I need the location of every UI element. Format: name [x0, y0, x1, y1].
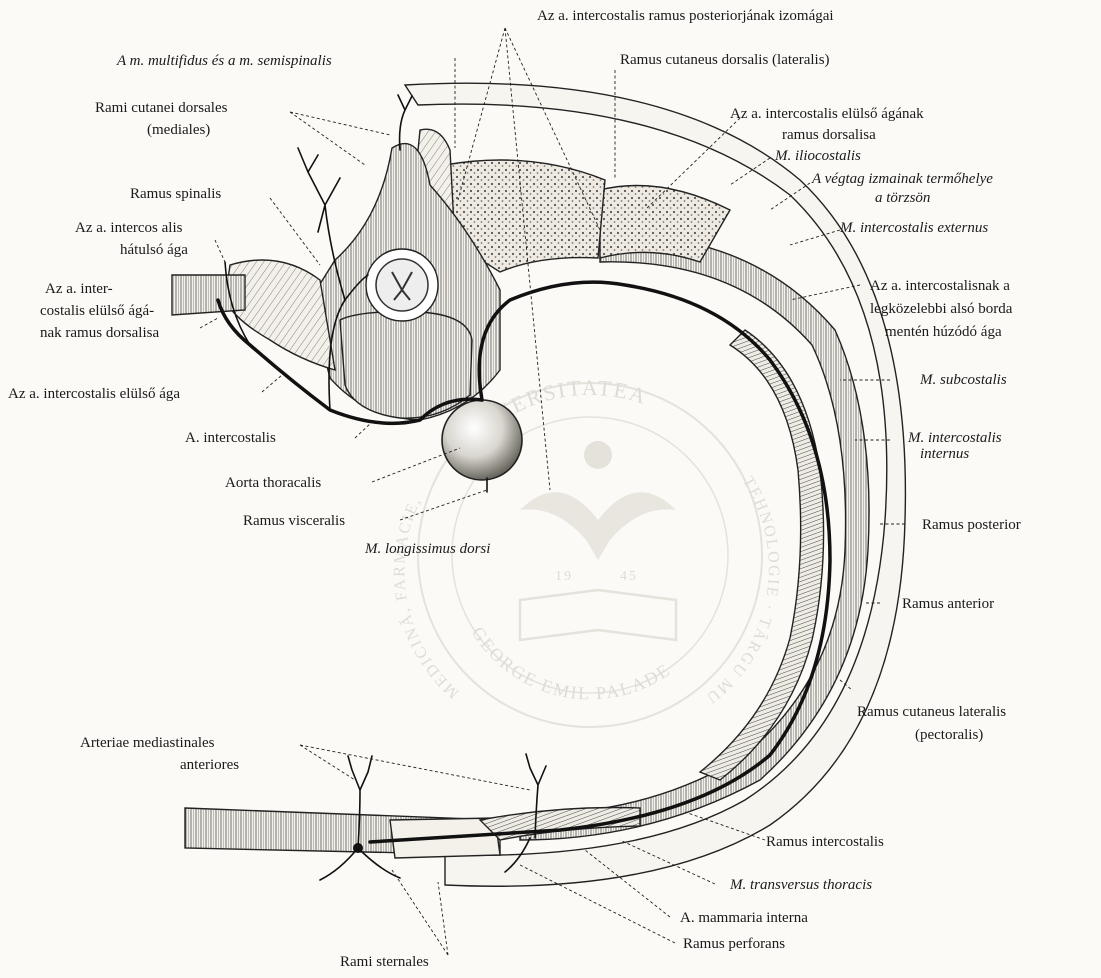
bird-emblem-icon — [520, 492, 676, 560]
label-a-intercostalis: A. intercostalis — [185, 430, 276, 446]
label-ramus-spinalis: Ramus spinalis — [130, 186, 221, 202]
label-arteriae-mediastinales: Arteriae mediastinales — [80, 735, 215, 751]
label-aorta-thoracalis: Aorta thoracalis — [225, 475, 321, 491]
label-hatulso-ag-sub: hátulsó ága — [120, 242, 188, 258]
watermark-year-left: 19 — [555, 569, 573, 584]
label-multifidus: A m. multifidus és a m. semispinalis — [116, 53, 332, 69]
sun-icon — [584, 441, 612, 469]
label-ramus-cutaneus-lateralis-sub: (pectoralis) — [915, 727, 983, 743]
label-izomagai: Az a. intercostalis ramus posteriorjának… — [537, 8, 834, 24]
label-legkozelebbi-ag: Az a. intercostalisnak a — [870, 278, 1010, 294]
label-arteriae-mediastinales-sub: anteriores — [180, 757, 239, 773]
open-book-icon — [520, 590, 676, 640]
label-ramus-intercostalis: Ramus intercostalis — [766, 834, 884, 850]
label-intercostalis-externus: M. intercostalis externus — [839, 220, 988, 236]
label-legkozelebbi-ag-2: legközelebbi alsó borda — [870, 301, 1013, 317]
watermark-left-text: MEDICINĂ, FARMACIE, — [391, 494, 462, 702]
label-rami-cutanei-dorsales-sub: (mediales) — [147, 122, 210, 138]
label-rami-cutanei-dorsales: Rami cutanei dorsales — [95, 100, 228, 116]
label-mammaria-interna: A. mammaria interna — [680, 910, 808, 926]
label-ramus-visceralis: Ramus visceralis — [243, 513, 345, 529]
label-legkozelebbi-ag-3: mentén húzódó ága — [885, 324, 1002, 340]
label-transversus-thoracis: M. transversus thoracis — [729, 877, 872, 893]
label-inter-costalis-1: Az a. inter- — [45, 281, 113, 297]
aorta-thoracalis — [442, 400, 522, 480]
label-elulso-ag-ramus-dorsalis-sub: ramus dorsalisa — [782, 127, 876, 143]
label-ramus-posterior: Ramus posterior — [922, 517, 1021, 533]
label-hatulso-ag: Az a. intercos alis — [75, 220, 183, 236]
watermark-year-right: 45 — [620, 569, 638, 584]
label-ramus-cutaneus-dorsalis-lateralis: Ramus cutaneus dorsalis (lateralis) — [620, 52, 830, 68]
label-elulso-aga: Az a. intercostalis elülső ága — [8, 386, 180, 402]
label-iliocostalis: M. iliocostalis — [774, 148, 861, 164]
label-ramus-perforans: Ramus perforans — [683, 936, 785, 952]
label-intercostalis-internus: M. intercostalis — [907, 430, 1002, 446]
label-rami-sternales: Rami sternales — [340, 954, 429, 970]
label-ramus-anterior: Ramus anterior — [902, 596, 994, 612]
label-vegtag-izmai: A végtag izmainak termőhelye — [811, 171, 993, 187]
label-subcostalis: M. subcostalis — [919, 372, 1007, 388]
spinal-cord — [376, 259, 428, 311]
label-inter-costalis-3: nak ramus dorsalisa — [40, 325, 159, 341]
label-vegtag-izmai-sub: a törzsön — [875, 190, 930, 206]
label-longissimus-dorsi: M. longissimus dorsi — [364, 541, 490, 557]
label-ramus-cutaneus-lateralis: Ramus cutaneus lateralis — [857, 704, 1006, 720]
label-intercostalis-internus-sub: internus — [920, 446, 969, 462]
ramus-cutaneus-dorsalis-lateralis — [398, 95, 412, 150]
label-elulso-ag-ramus-dorsalis: Az a. intercostalis elülső ágának — [730, 106, 924, 122]
label-inter-costalis-2: costalis elülső ágá- — [40, 303, 154, 319]
